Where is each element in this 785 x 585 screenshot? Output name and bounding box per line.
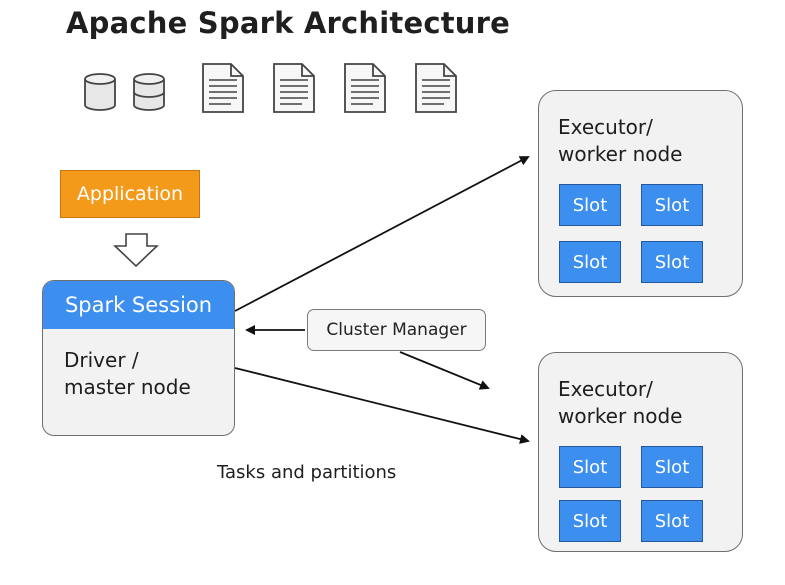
slot: Slot [559, 500, 621, 542]
cluster-manager-to-executor-arrow [399, 351, 490, 390]
cluster-manager-box: Cluster Manager [307, 309, 486, 351]
driver-label: Driver / master node [64, 348, 191, 399]
driver-to-executor-top-arrow [234, 156, 530, 312]
slot: Slot [559, 446, 621, 488]
document-icon [273, 63, 315, 113]
tasks-label: Tasks and partitions [217, 462, 397, 483]
slot: Slot [559, 184, 621, 226]
slot: Slot [641, 446, 703, 488]
diagram-title: Apache Spark Architecture [66, 6, 510, 40]
database-icon [84, 73, 116, 111]
slot: Slot [559, 241, 621, 283]
slot: Slot [641, 184, 703, 226]
executor-node-top: Executor/ worker node Slot Slot Slot Slo… [538, 90, 743, 297]
driver-node: Spark Session Driver / master node [42, 280, 235, 436]
document-icon [344, 63, 386, 113]
driver-to-executor-bottom-arrow [234, 367, 530, 444]
document-icon [202, 63, 244, 113]
down-arrow-icon [113, 233, 159, 268]
database-icon [133, 73, 165, 111]
document-icon [415, 63, 457, 113]
slot: Slot [641, 500, 703, 542]
executor-label: Executor/ worker node [558, 115, 683, 166]
executor-node-bottom: Executor/ worker node Slot Slot Slot Slo… [538, 352, 743, 552]
executor-label: Executor/ worker node [558, 377, 683, 428]
slot: Slot [641, 241, 703, 283]
spark-session-header: Spark Session [43, 281, 234, 329]
application-box: Application [60, 170, 200, 218]
